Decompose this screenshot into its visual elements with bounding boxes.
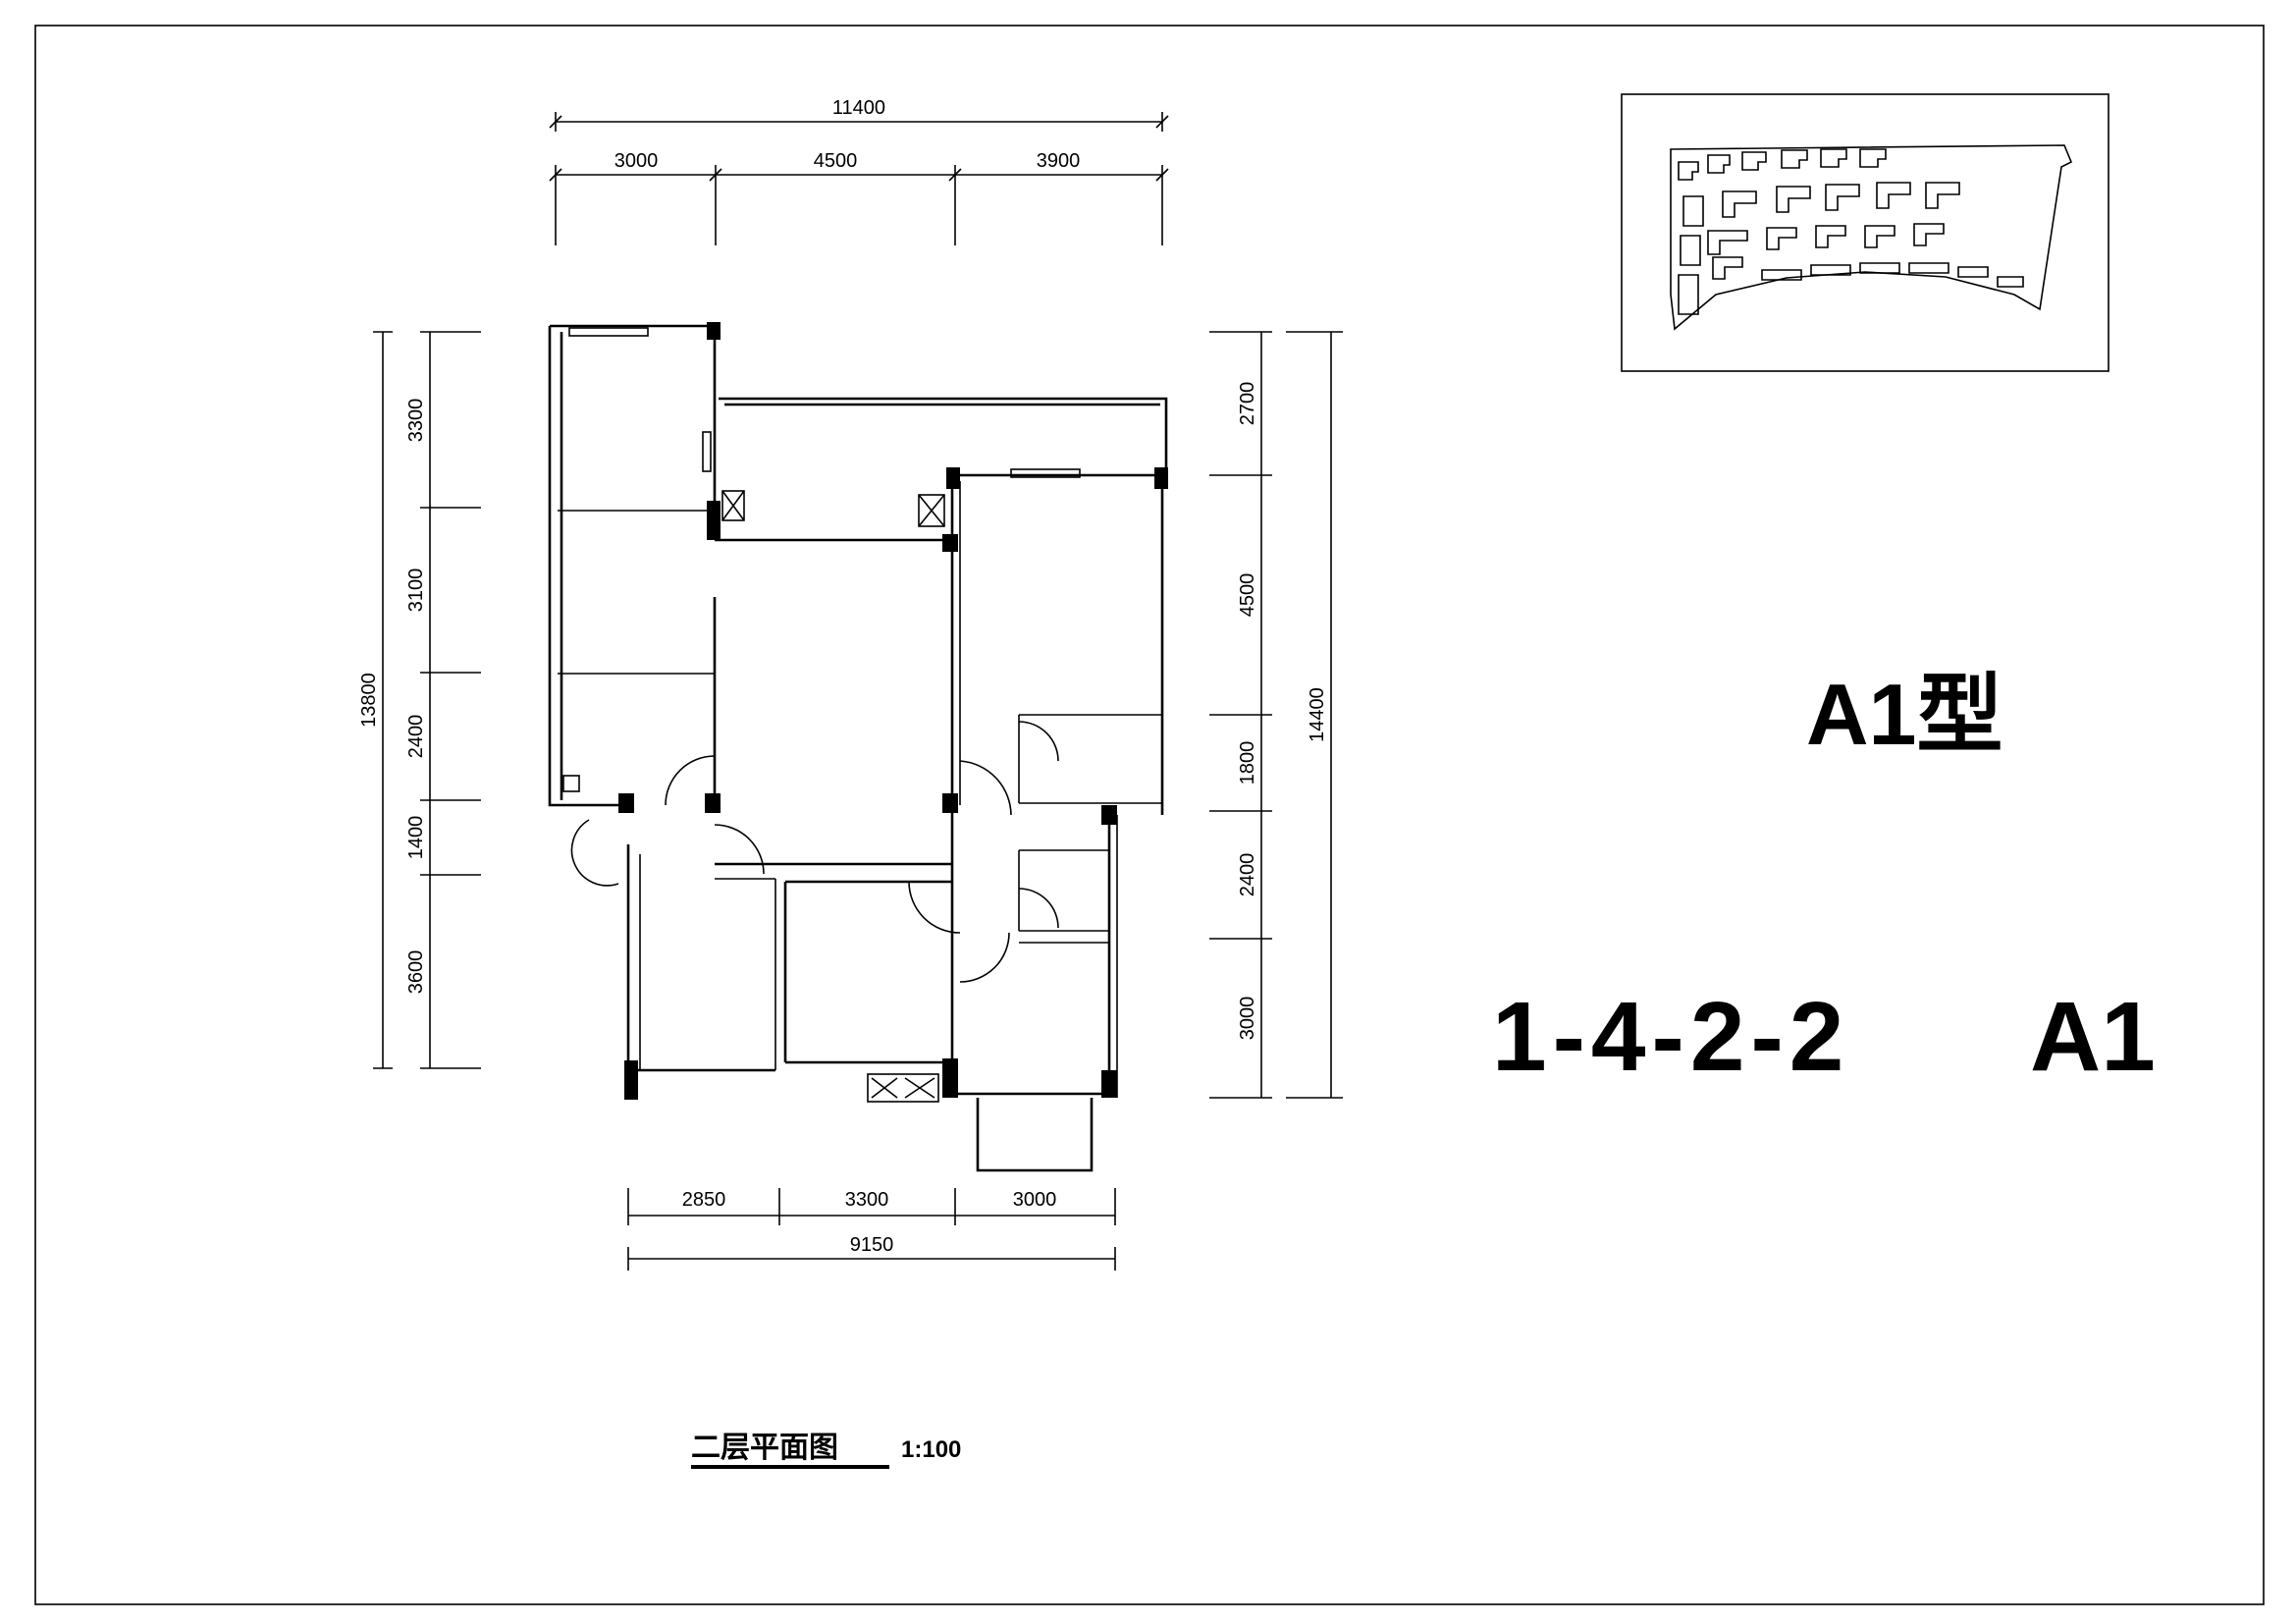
dim-right-4: 2400 bbox=[1237, 853, 1258, 897]
dim-left-2: 3100 bbox=[405, 568, 427, 613]
plan-walls bbox=[548, 322, 1168, 1172]
dim-bottom-2: 3300 bbox=[845, 1189, 889, 1211]
dimension-texts: 11400 3000 4500 3900 13800 3300 3100 240… bbox=[358, 97, 1328, 1256]
dim-top-1: 3000 bbox=[614, 150, 659, 172]
plan-scale: 1:100 bbox=[901, 1436, 961, 1463]
dim-left-5: 3600 bbox=[405, 950, 427, 995]
dim-top-2: 4500 bbox=[814, 150, 858, 172]
dim-right-1: 2700 bbox=[1237, 382, 1258, 426]
drawing-frame bbox=[34, 25, 2265, 1605]
type-title: A1型 bbox=[1806, 666, 2003, 763]
unit-code: 1-4-2-2 bbox=[1492, 982, 1849, 1092]
dim-right-3: 1800 bbox=[1237, 741, 1258, 785]
dim-left-total: 13800 bbox=[358, 673, 380, 728]
dim-right-5: 3000 bbox=[1237, 997, 1258, 1041]
dim-top-total: 11400 bbox=[832, 97, 885, 119]
dim-bottom-total: 9150 bbox=[850, 1234, 894, 1256]
plan-title: 二层平面图 bbox=[691, 1432, 838, 1464]
dim-bottom-1: 2850 bbox=[682, 1189, 726, 1211]
dim-left-4: 1400 bbox=[405, 816, 427, 860]
dimension-lines bbox=[373, 112, 1343, 1271]
dim-left-1: 3300 bbox=[405, 399, 427, 443]
dim-right-2: 4500 bbox=[1237, 573, 1258, 618]
dim-right-total: 14400 bbox=[1307, 687, 1328, 742]
dim-top-3: 3900 bbox=[1037, 150, 1081, 172]
dim-left-3: 2400 bbox=[405, 715, 427, 759]
site-key-plan bbox=[1621, 93, 2109, 372]
dim-bottom-3: 3000 bbox=[1013, 1189, 1057, 1211]
unit-type: A1 bbox=[2030, 982, 2156, 1092]
